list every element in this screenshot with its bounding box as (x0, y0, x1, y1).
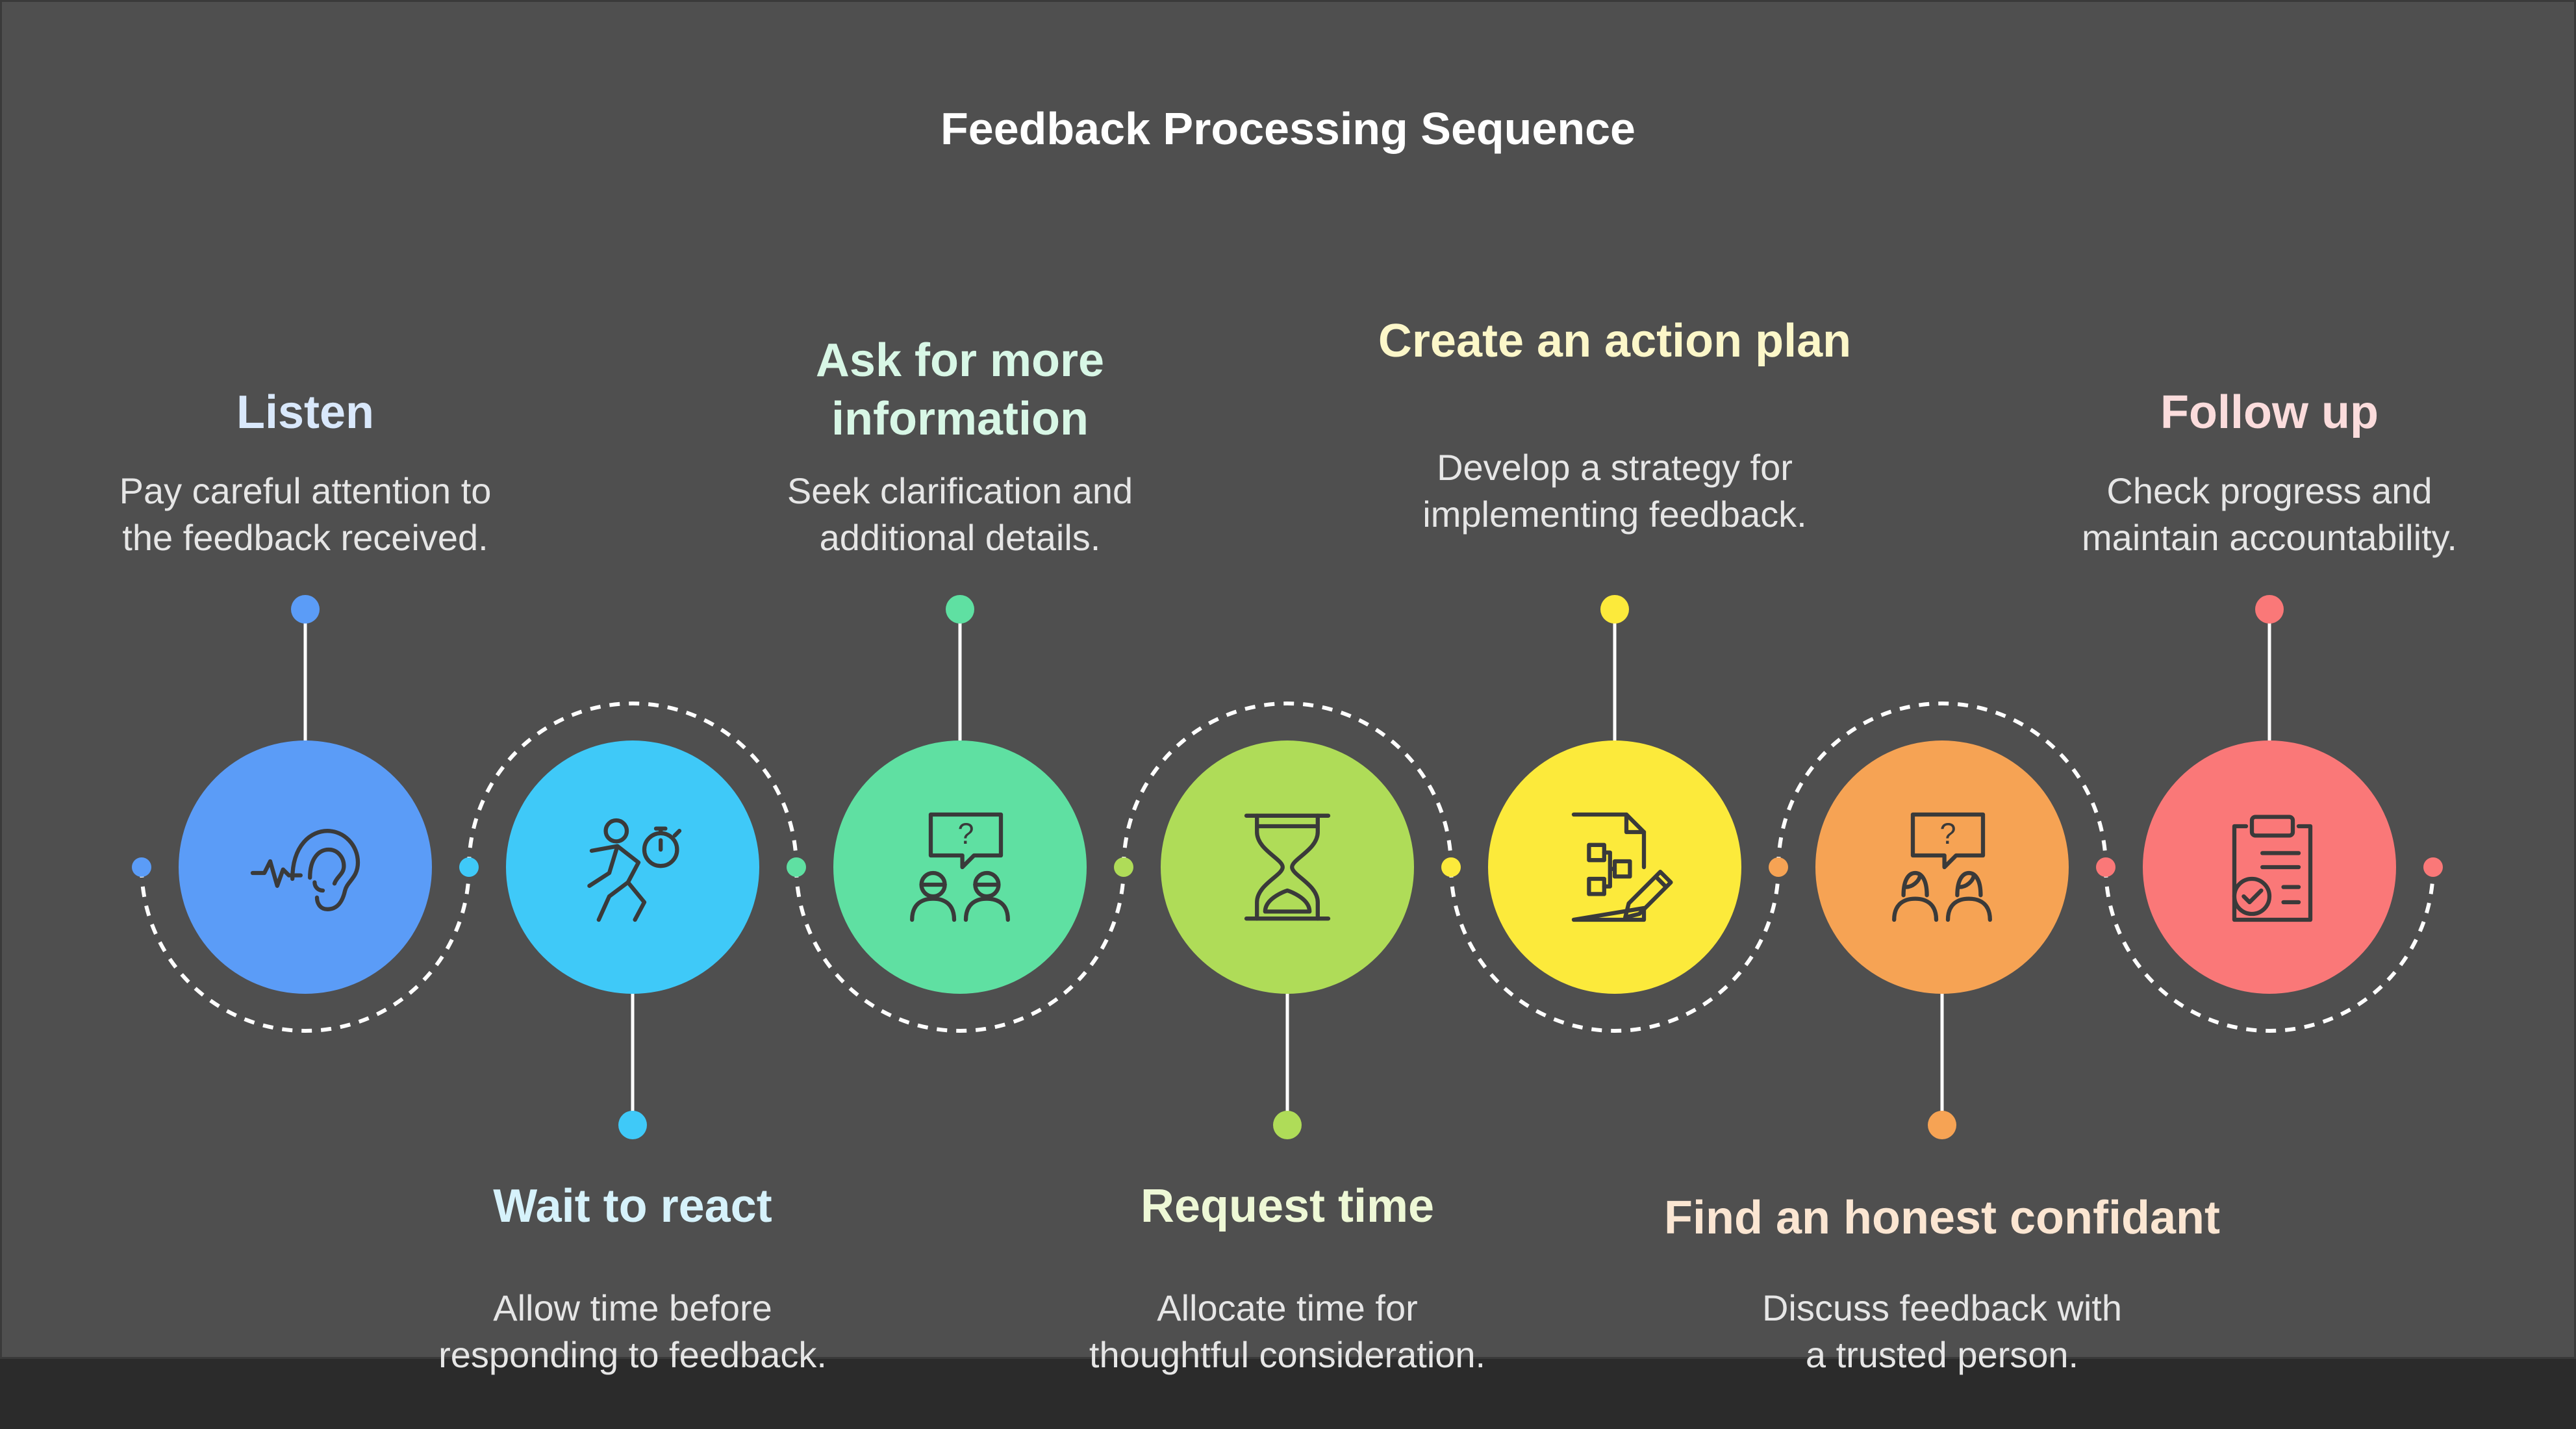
svg-text:?: ? (957, 817, 974, 850)
connector-arc (1449, 866, 1780, 1033)
step-circle (833, 740, 1087, 994)
svg-text:?: ? (1939, 817, 1956, 850)
step-description: Check progress and maintain accountabilit… (2082, 468, 2457, 561)
runner-stopwatch-icon (587, 818, 682, 922)
step-title: Wait to react (493, 1177, 772, 1235)
step-title: Ask for more information (816, 331, 1104, 448)
question-people-icon: ? (910, 812, 1010, 922)
step-description-line: Allow time before (493, 1287, 772, 1328)
step-circle (179, 740, 432, 994)
confidants-icon: ? (1892, 812, 1992, 922)
step-title: Create an action plan (1378, 312, 1851, 370)
step-description: Allow time before responding to feedback. (438, 1285, 827, 1378)
step-description-line: maintain accountability. (2082, 517, 2457, 558)
step-description-line: Discuss feedback with (1762, 1287, 2123, 1328)
step-title: Follow up (2160, 383, 2379, 442)
step-description-line: Pay careful attention to (119, 470, 492, 511)
junction-dot (1114, 857, 1133, 877)
step-title: Listen (236, 383, 374, 442)
connector-arc (467, 702, 798, 868)
step-title: Request time (1141, 1177, 1434, 1235)
step-title-line: Wait to react (493, 1180, 772, 1232)
footer-band (0, 1359, 2576, 1429)
step-description-line: Allocate time for (1157, 1287, 1418, 1328)
step-title-line: Find an honest confidant (1664, 1192, 2220, 1244)
step-dot (291, 595, 320, 624)
step-dot (1600, 595, 1629, 624)
connector-arc (1122, 702, 1453, 868)
connector-arc (140, 866, 471, 1033)
junction-dot (1441, 857, 1461, 877)
step-dot (1928, 1111, 1956, 1139)
step-title: Find an honest confidant (1664, 1189, 2220, 1247)
step-description-line: thoughtful consideration. (1089, 1334, 1486, 1375)
ear-icon (250, 829, 360, 911)
step-description-line: Seek clarification and (787, 470, 1133, 511)
junction-dot (2096, 857, 2115, 877)
step-title-line: information (831, 393, 1089, 445)
connector-arc (1776, 702, 2108, 868)
step-description-line: additional details. (819, 517, 1101, 558)
hourglass-icon (1244, 813, 1331, 921)
step-title-line: Follow up (2160, 386, 2379, 438)
step-description-line: Check progress and (2106, 470, 2432, 511)
step-description: Discuss feedback with a trusted person. (1762, 1285, 2122, 1378)
step-dot (2255, 595, 2284, 624)
step-description-line: implementing feedback. (1422, 494, 1807, 535)
junction-dot (787, 857, 806, 877)
step-dot (1273, 1111, 1302, 1139)
step-description-line: a trusted person. (1805, 1334, 2079, 1375)
step-circle (1161, 740, 1414, 994)
step-description-line: responding to feedback. (438, 1334, 827, 1375)
connector-arc (794, 866, 1126, 1033)
connector-arc (2104, 866, 2435, 1033)
step-title-line: Create an action plan (1378, 315, 1852, 367)
step-description: Allocate time for thoughtful consideratio… (1089, 1285, 1485, 1378)
step-description: Seek clarification and additional details… (787, 468, 1133, 561)
junction-dot (1769, 857, 1788, 877)
diagram-title: Feedback Processing Sequence (941, 103, 1635, 154)
junction-dot (132, 857, 151, 877)
step-circle (1815, 740, 2069, 994)
junction-dot (2423, 857, 2443, 877)
junction-dot (459, 857, 479, 877)
step-description-line: Develop a strategy for (1437, 447, 1793, 488)
step-dot (946, 595, 974, 624)
step-description-line: the feedback received. (122, 517, 488, 558)
step-circle (506, 740, 759, 994)
step-title-line: Listen (236, 386, 375, 438)
step-description: Develop a strategy for implementing feedb… (1422, 444, 1806, 538)
plan-document-icon (1571, 812, 1673, 922)
step-title-line: Ask for more (815, 335, 1105, 386)
step-description: Pay careful attention to the feedback rec… (120, 468, 492, 561)
clipboard-check-icon (2232, 815, 2313, 922)
step-dot (618, 1111, 647, 1139)
step-title-line: Request time (1140, 1180, 1435, 1232)
